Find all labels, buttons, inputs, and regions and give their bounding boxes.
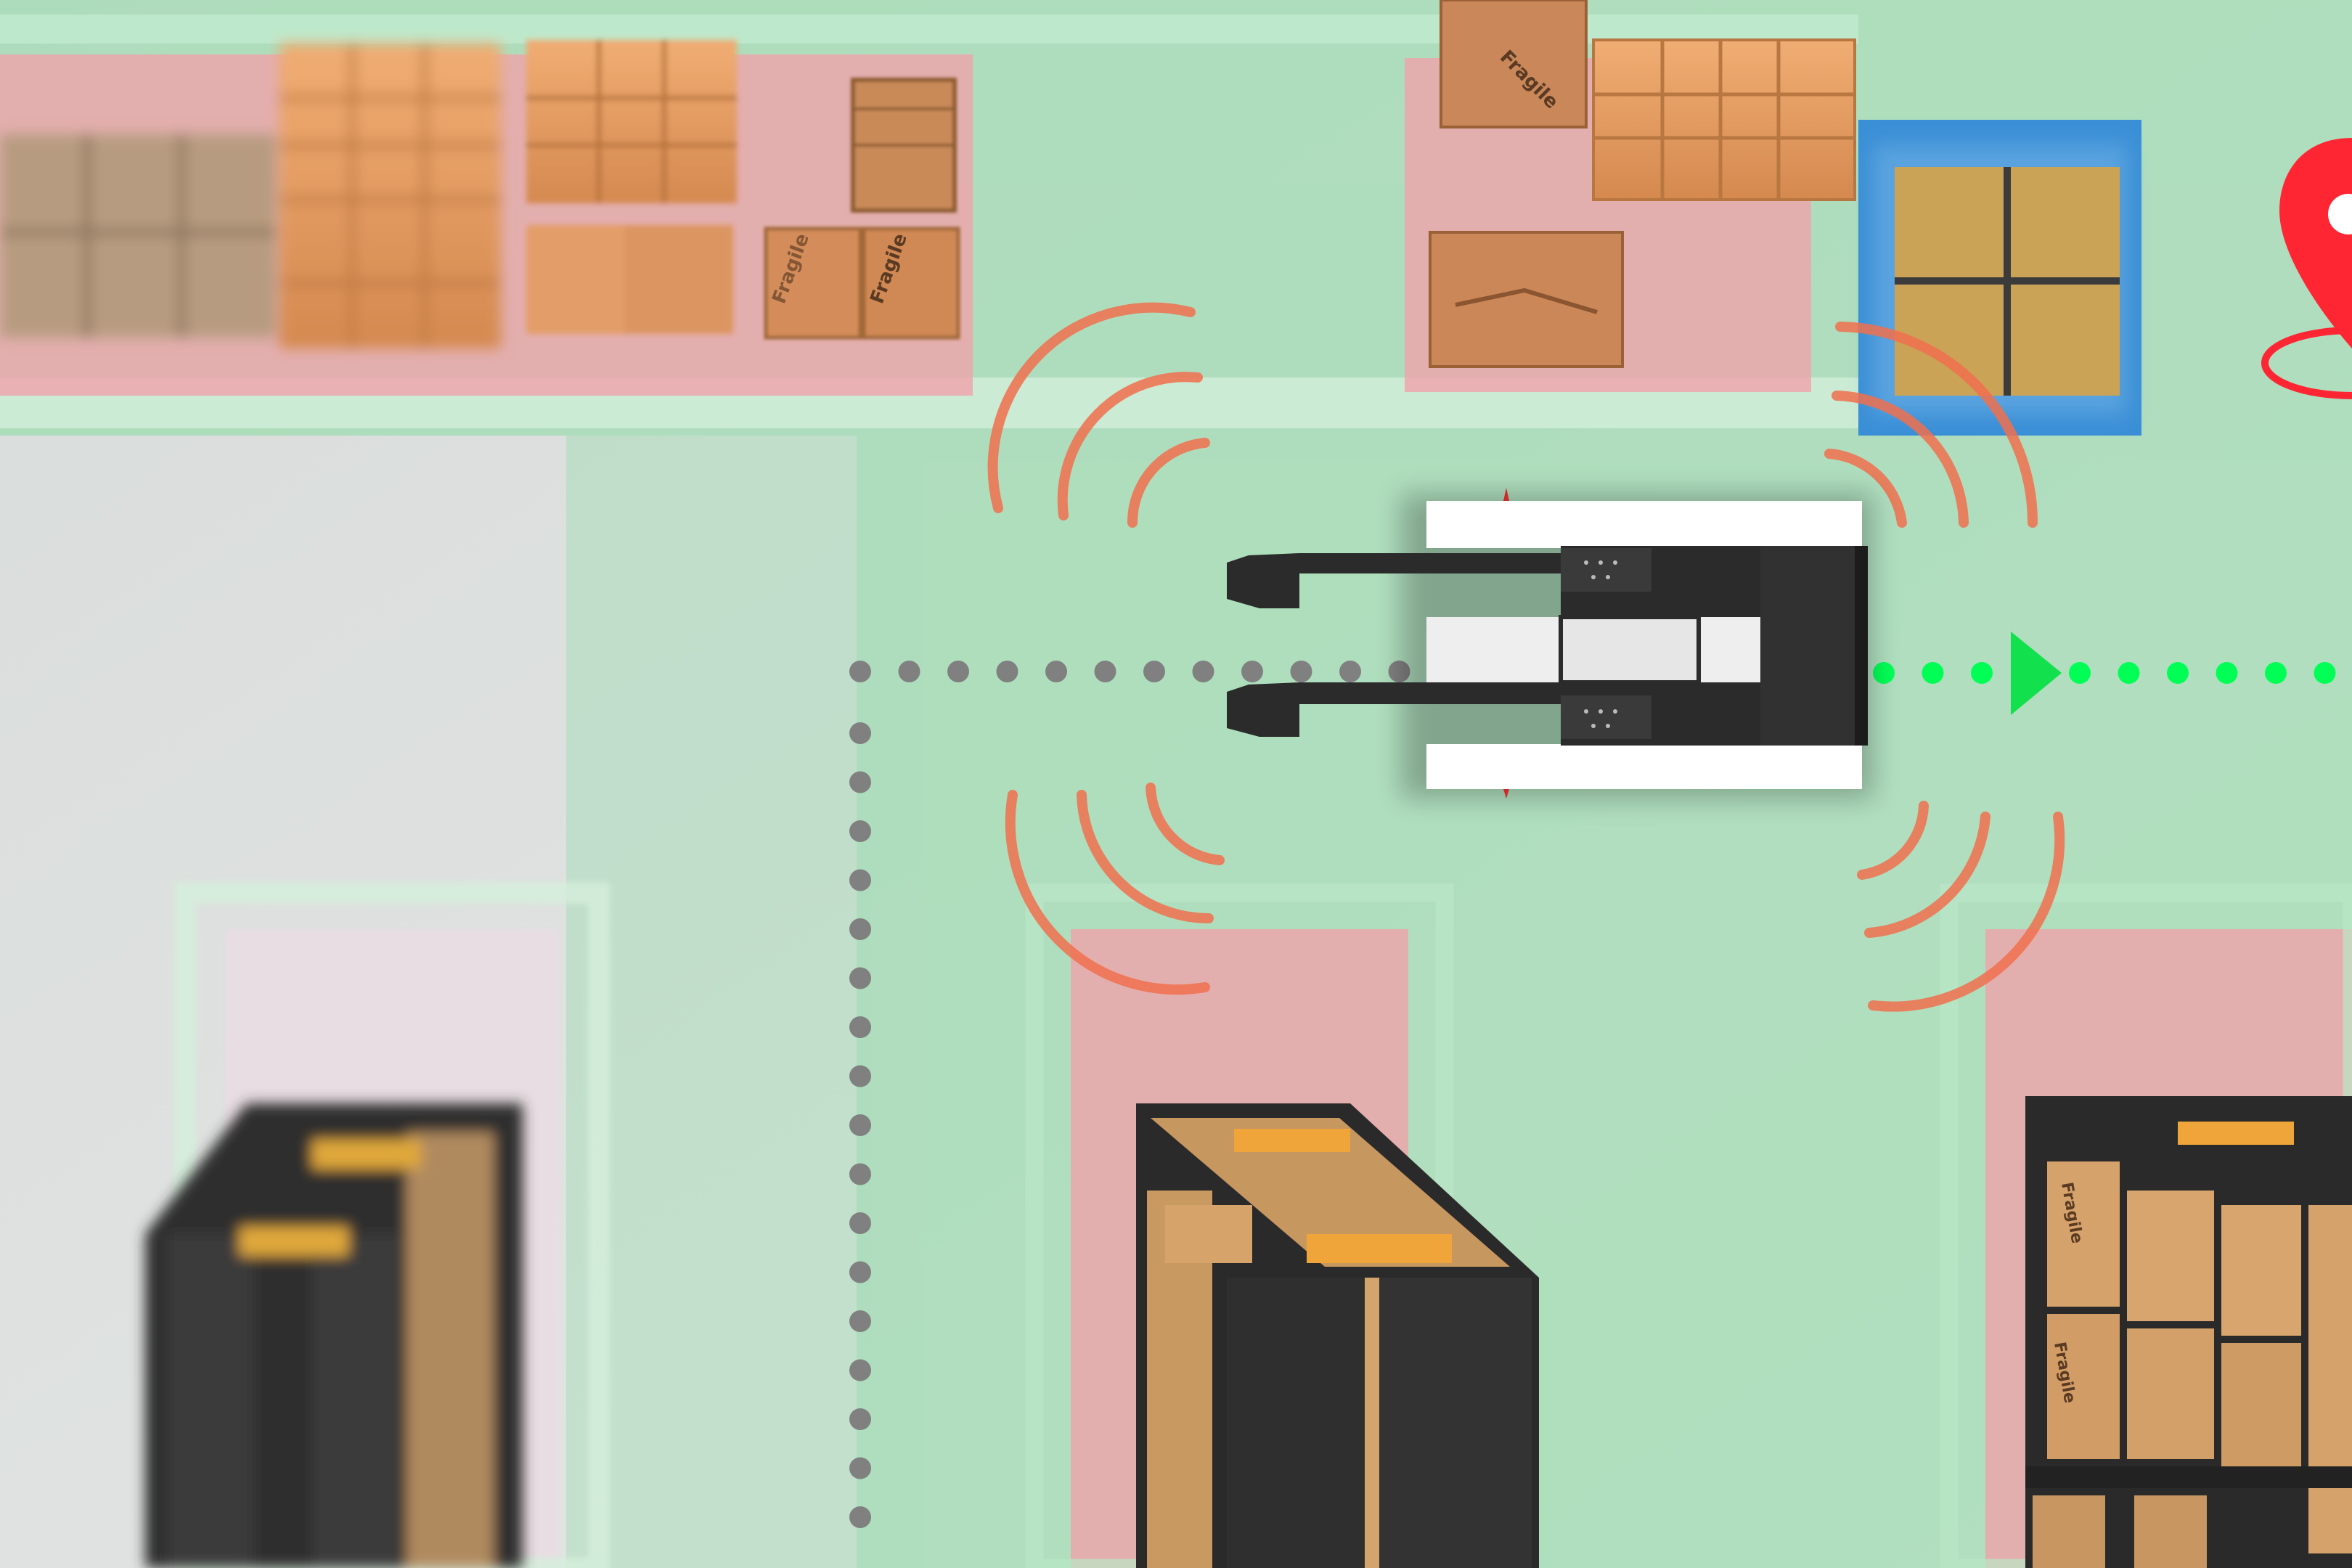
planned-path-dot <box>1922 662 1944 684</box>
safe-zone-bottom-right-border <box>1940 883 2352 1568</box>
past-path <box>849 661 1410 1528</box>
past-path-dot <box>947 661 969 682</box>
past-path-dot <box>849 869 871 891</box>
past-path-dot <box>849 1261 871 1283</box>
planned-path-dot <box>2265 662 2287 684</box>
past-path-dot <box>1094 661 1116 682</box>
past-path-dot <box>849 1506 871 1528</box>
past-path-dot <box>1045 661 1067 682</box>
past-path-dot <box>1290 661 1312 682</box>
shelf-rack-bottom-left <box>145 1103 523 1568</box>
past-path-dot <box>849 1065 871 1087</box>
forklift-fork-bottom <box>1227 682 1561 737</box>
pallet-stack-top-center <box>526 40 737 334</box>
past-path-dot <box>849 967 871 989</box>
past-path-dot <box>1241 661 1263 682</box>
past-path-dot <box>849 661 871 682</box>
safe-zone-left-bay <box>566 436 871 1568</box>
past-path-dot <box>849 1212 871 1234</box>
planned-path-dot <box>2167 662 2189 684</box>
arrow-right-icon <box>2011 632 2062 715</box>
past-path-dot <box>996 661 1018 682</box>
planned-path-dot <box>1971 662 1993 684</box>
past-path-dot <box>849 918 871 940</box>
past-path-dot <box>849 771 871 793</box>
past-path-dot <box>849 1016 871 1038</box>
planned-path-dot <box>1873 662 1895 684</box>
planned-path-dot <box>2069 662 2091 684</box>
target-pallet-zone <box>1858 120 2141 436</box>
shelf-rack-bottom-right <box>2025 1096 2352 1568</box>
shelf-tag <box>1234 1129 1350 1152</box>
planned-path-dot <box>2314 662 2336 684</box>
past-path-dot <box>849 1359 871 1381</box>
shelf-tag <box>1307 1234 1452 1263</box>
planned-path-dot <box>2216 662 2238 684</box>
forklift-bottom-bumper <box>1426 744 1862 789</box>
planned-path <box>1873 632 2336 715</box>
forklift-fork-top <box>1227 553 1561 608</box>
autonomous-forklift-icon <box>1227 488 1873 799</box>
past-path-dot <box>849 1310 871 1332</box>
pallet-stack-top-right <box>1429 0 1856 368</box>
map-pin-icon <box>2261 138 2352 399</box>
past-path-dot <box>849 1114 871 1136</box>
past-path-dot <box>1192 661 1214 682</box>
shelf-rack-bottom-middle <box>1136 1103 1539 1568</box>
past-path-dot <box>849 820 871 842</box>
shelf-tag <box>2178 1122 2294 1145</box>
planned-path-dot <box>2118 662 2140 684</box>
past-path-dot <box>849 722 871 744</box>
forklift-top-bumper <box>1426 501 1862 548</box>
past-path-dot <box>898 661 920 682</box>
past-path-dot <box>1339 661 1361 682</box>
pallet-stack-top-left <box>0 44 501 348</box>
past-path-dot <box>849 1408 871 1430</box>
past-path-dot <box>849 1163 871 1185</box>
crate-stack-top-center <box>764 78 960 340</box>
past-path-dot <box>1143 661 1165 682</box>
sensor-waves <box>987 302 2065 1012</box>
past-path-dot <box>849 1457 871 1479</box>
